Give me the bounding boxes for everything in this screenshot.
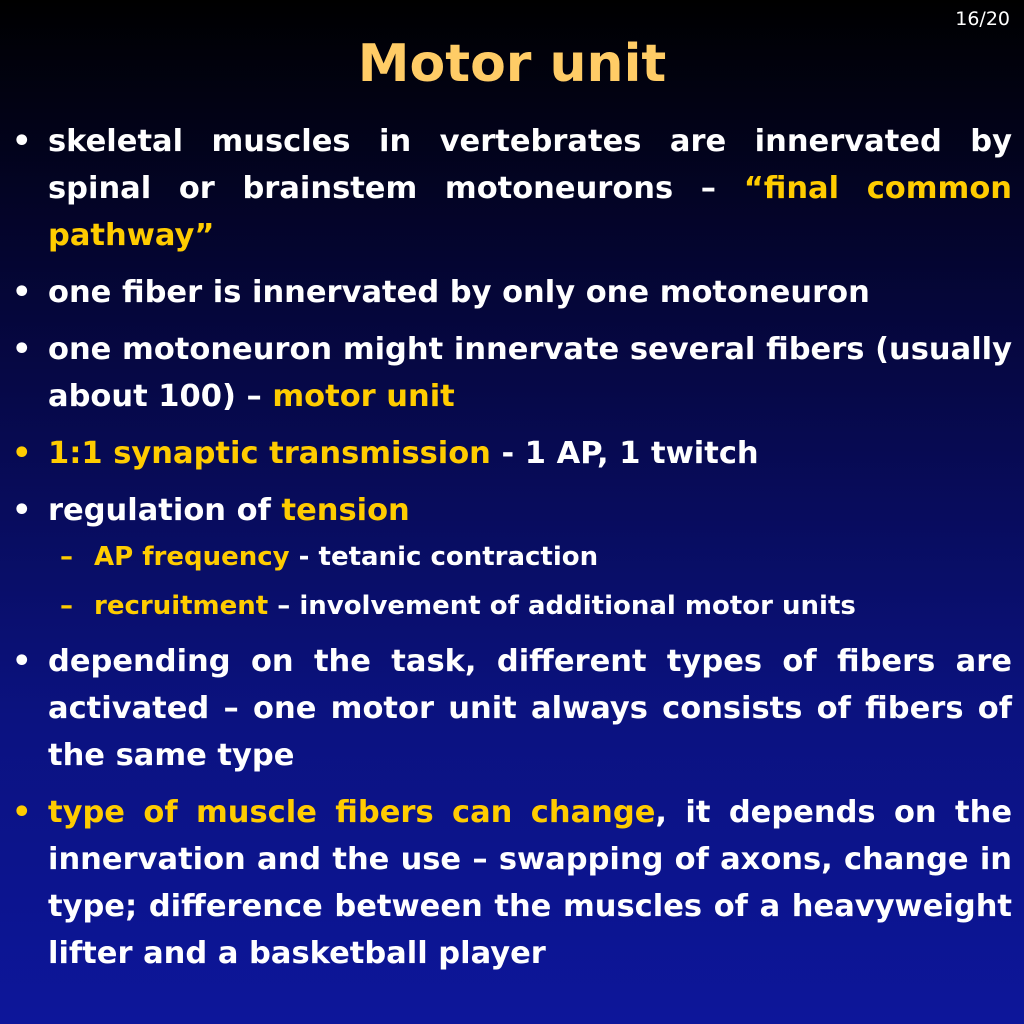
bullet-text: one fiber is innervated by only one moto… [48,269,1012,316]
bullet-text-plain: , it depends on the innervation and the … [48,795,1012,971]
bullet-text-plain: regulation of [48,493,282,528]
sub-highlight: recruitment [94,591,269,621]
sub-text: AP frequency - tetanic contraction [94,540,1012,574]
sub-item-ap-frequency: – AP frequency - tetanic contraction [60,540,1012,574]
sub-text-plain: – involvement of additional motor units [268,591,856,621]
bullet-item-fiber-types: • depending on the task, different types… [12,638,1012,779]
bullet-text-plain: one fiber is innervated by only one moto… [48,275,870,310]
bullet-highlight: “final common pathway” [48,171,1012,253]
bullet-text: 1:1 synaptic transmission - 1 AP, 1 twit… [48,430,1012,477]
bullet-marker: • [12,275,32,310]
bullet-text: type of muscle fibers can change, it dep… [48,789,1012,977]
bullet-marker: • [12,644,32,679]
sub-marker: – [60,542,73,572]
bullet-text-plain: one motoneuron might innervate several f… [48,332,1012,414]
bullet-item-fiber-change: • type of muscle fibers can change, it d… [12,789,1012,977]
bullet-marker: • [12,332,32,367]
sub-text-plain: - tetanic contraction [289,542,599,572]
sub-highlight: AP frequency [94,542,290,572]
bullet-item-motor-unit: • one motoneuron might innervate several… [12,326,1012,420]
bullet-text-plain: depending on the task, different types o… [48,644,1012,773]
bullet-marker: • [12,493,32,528]
bullet-marker: • [12,795,32,830]
bullet-text: depending on the task, different types o… [48,638,1012,779]
sub-item-recruitment: – recruitment – involvement of additiona… [60,589,1012,623]
bullet-marker: • [12,436,32,471]
bullet-item-synaptic-transmission: • 1:1 synaptic transmission - 1 AP, 1 tw… [12,430,1012,477]
bullet-text: regulation of tension [48,487,1012,534]
bullet-text-plain: skeletal muscles in vertebrates are inne… [48,124,1012,206]
bullet-text: one motoneuron might innervate several f… [48,326,1012,420]
bullet-highlight: motor unit [272,379,455,414]
bullet-item-innervation: • skeletal muscles in vertebrates are in… [12,118,1012,259]
bullet-text: skeletal muscles in vertebrates are inne… [48,118,1012,259]
bullet-item-tension: • regulation of tension [12,487,1012,534]
bullet-marker: • [12,124,32,159]
sub-text: recruitment – involvement of additional … [94,589,1012,623]
bullet-item-one-fiber: • one fiber is innervated by only one mo… [12,269,1012,316]
bullet-highlight: type of muscle fibers can change [48,795,656,830]
bullet-text-plain: - 1 AP, 1 twitch [490,436,759,471]
bullet-list: • skeletal muscles in vertebrates are in… [12,118,1012,987]
bullet-highlight: tension [281,493,410,528]
bullet-highlight: 1:1 synaptic transmission [48,436,491,471]
page-number: 16/20 [955,8,1010,30]
slide-title: Motor unit [357,34,667,94]
sub-marker: – [60,591,73,621]
